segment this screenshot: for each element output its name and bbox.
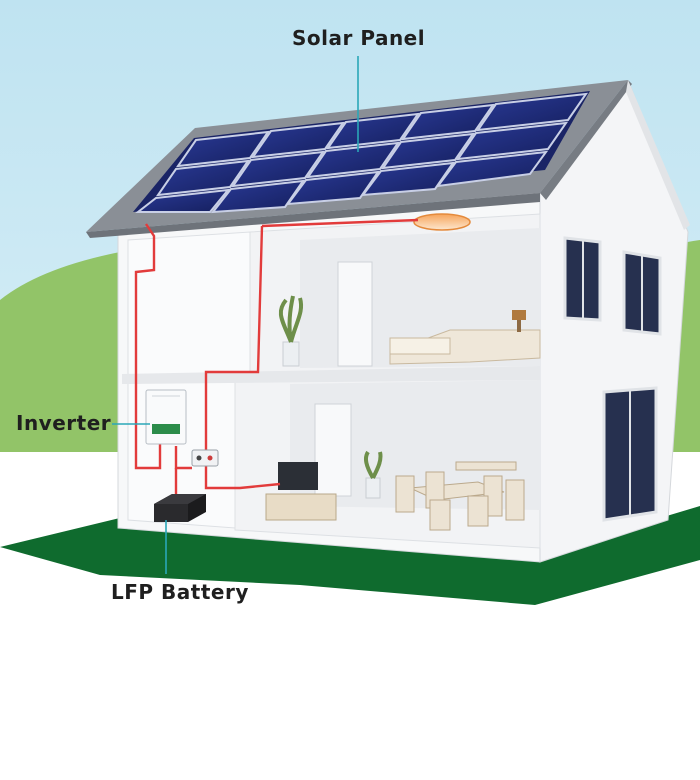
bed-upper (389, 310, 541, 365)
dining-set (395, 461, 525, 531)
roof-edge (86, 193, 540, 238)
ceiling-lamp (413, 213, 471, 231)
lower-back-wall (290, 380, 540, 510)
gable-trim (626, 80, 690, 230)
upper-door (337, 261, 373, 367)
plant-upper (278, 295, 303, 367)
tv-set (265, 462, 337, 521)
plant-lower (363, 450, 383, 499)
solar-panel-array (133, 91, 590, 214)
floor-slab (122, 366, 540, 384)
power-wiring (134, 218, 419, 502)
battery-unit (154, 494, 206, 522)
room-upper-left (127, 231, 251, 377)
lower-door (314, 403, 352, 497)
roof-right-edge (540, 80, 632, 200)
inverter-label: Inverter (16, 411, 112, 435)
inverter-unit (145, 389, 187, 445)
meter-box (191, 449, 219, 467)
left-hill (0, 252, 120, 460)
lfp-battery-label: LFP Battery (111, 580, 249, 604)
solar-panel-label: Solar Panel (292, 26, 426, 50)
